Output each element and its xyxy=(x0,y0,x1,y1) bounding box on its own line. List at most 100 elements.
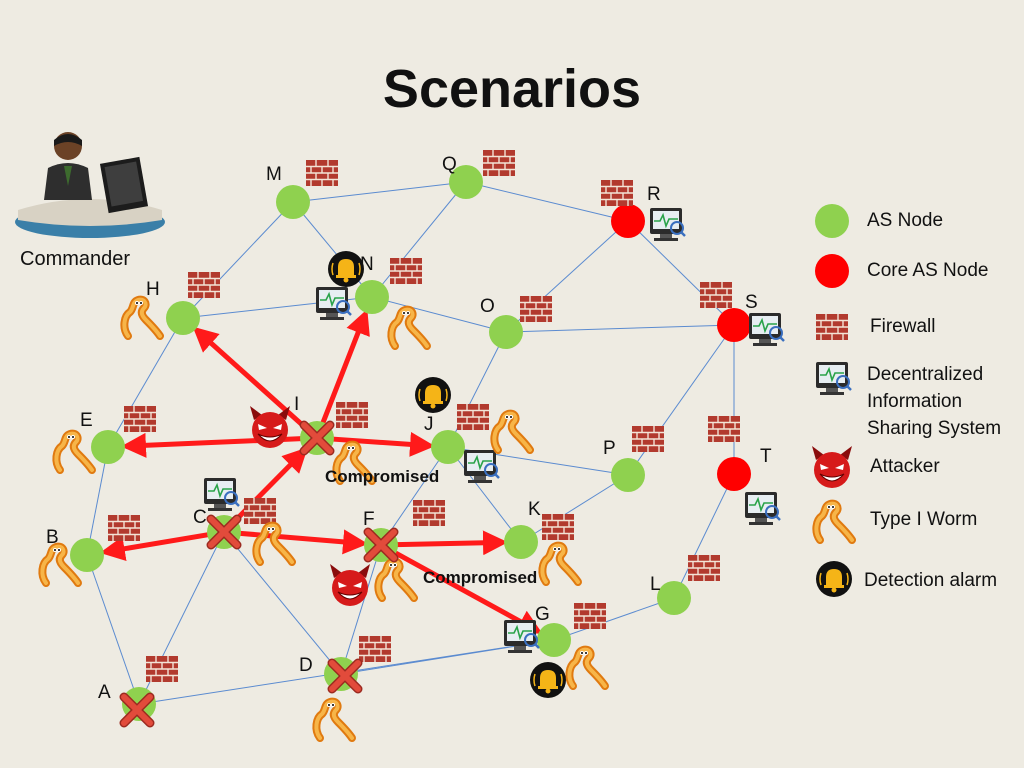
firewall-icon xyxy=(335,401,369,429)
node-label-R: R xyxy=(647,184,661,205)
firewall-icon xyxy=(631,425,665,453)
link-E-B xyxy=(86,446,109,556)
node-N xyxy=(355,280,389,314)
alarm-icon xyxy=(414,376,452,414)
alarm-icon xyxy=(529,661,567,699)
worm-icon xyxy=(124,300,160,336)
link-N-O xyxy=(371,296,507,333)
legend-information-sharing: Decentralized Information Sharing System xyxy=(867,361,1001,442)
node-label-C: C xyxy=(193,507,207,528)
firewall-icon xyxy=(123,405,157,433)
node-J xyxy=(431,430,465,464)
link-J-K xyxy=(447,446,522,543)
monitor-icon xyxy=(648,206,687,243)
node-M xyxy=(276,185,310,219)
node-label-B: B xyxy=(46,527,59,548)
firewall-legend-icon xyxy=(815,313,849,341)
firewall-icon xyxy=(707,415,741,443)
node-R xyxy=(611,204,645,238)
monitor-legend-icon xyxy=(814,360,853,397)
link-S-P xyxy=(627,324,735,476)
legend-core-as-node: Core AS Node xyxy=(867,260,989,281)
worm-icon xyxy=(256,526,292,562)
link-P-K xyxy=(520,474,629,543)
firewall-icon xyxy=(600,179,634,207)
attack-arrow-C-I xyxy=(229,447,308,527)
link-H-E xyxy=(107,317,184,448)
worm-icon xyxy=(316,702,352,738)
link-R-S xyxy=(627,220,735,326)
monitor-icon xyxy=(502,618,541,655)
link-T-L xyxy=(673,473,735,599)
monitor-icon xyxy=(743,490,782,527)
firewall-icon xyxy=(243,497,277,525)
link-B-A xyxy=(86,554,140,705)
firewall-icon xyxy=(389,257,423,285)
attack-arrow-I-N xyxy=(318,309,370,430)
link-C-D xyxy=(223,531,342,675)
attacker-legend-icon xyxy=(811,445,853,489)
firewall-icon xyxy=(456,403,490,431)
node-label-F: F xyxy=(363,509,375,530)
node-T xyxy=(717,457,751,491)
node-label-O: O xyxy=(480,296,495,317)
node-K xyxy=(504,525,538,559)
legend-information-sharing-line-2: Information xyxy=(867,391,963,412)
link-Q-N xyxy=(371,181,467,298)
alarm-legend-icon xyxy=(815,560,853,598)
worm-legend-icon xyxy=(816,504,852,540)
core-node-legend-icon xyxy=(815,254,849,288)
node-label-E: E xyxy=(80,410,93,431)
node-label-T: T xyxy=(760,446,772,467)
firewall-icon xyxy=(412,499,446,527)
link-M-H xyxy=(182,201,294,319)
node-label-J: J xyxy=(424,414,434,435)
firewall-icon xyxy=(541,513,575,541)
attack-arrow-I-H xyxy=(192,326,312,434)
compromised-label-i: Compromised xyxy=(325,467,439,486)
attack-arrow-F-G xyxy=(388,547,543,634)
firewall-icon xyxy=(358,635,392,663)
node-L xyxy=(657,581,691,615)
monitor-icon xyxy=(202,476,241,513)
firewall-icon xyxy=(187,271,221,299)
node-label-S: S xyxy=(745,292,758,313)
firewall-icon xyxy=(687,554,721,582)
node-O xyxy=(489,315,523,349)
commander-label: Commander xyxy=(20,248,131,270)
worm-icon xyxy=(378,562,414,598)
node-B xyxy=(70,538,104,572)
node-label-L: L xyxy=(650,574,661,595)
page-title: Scenarios xyxy=(382,59,642,119)
firewall-icon xyxy=(519,295,553,323)
worm-icon xyxy=(391,310,427,346)
legend-detection-alarm: Detection alarm xyxy=(864,570,998,591)
legend-attacker: Attacker xyxy=(870,456,940,477)
link-L-G xyxy=(553,597,675,641)
commander-illustration xyxy=(15,132,165,238)
monitor-icon xyxy=(462,448,501,485)
attack-arrow-I-J xyxy=(326,431,436,457)
attack-arrow-C-F xyxy=(233,529,369,555)
legend-as-node: AS Node xyxy=(867,210,944,231)
legend-information-sharing-line-1: Decentralized xyxy=(867,364,984,385)
node-S xyxy=(717,308,751,342)
legend-firewall: Firewall xyxy=(870,316,936,337)
firewall-icon xyxy=(145,655,179,683)
node-P xyxy=(611,458,645,492)
firewall-icon xyxy=(573,602,607,630)
legend-worm: Type I Worm xyxy=(870,509,978,530)
link-Q-R xyxy=(465,181,629,222)
attack-arrow-F-K xyxy=(390,530,509,556)
node-label-G: G xyxy=(535,604,550,625)
node-label-D: D xyxy=(299,655,313,676)
monitor-icon xyxy=(747,311,786,348)
node-label-M: M xyxy=(266,164,282,185)
node-label-H: H xyxy=(146,279,160,300)
monitor-icon xyxy=(314,285,353,322)
compromised-label-f: Compromised xyxy=(423,568,537,587)
firewall-icon xyxy=(482,149,516,177)
node-label-K: K xyxy=(528,499,541,520)
node-G xyxy=(537,623,571,657)
